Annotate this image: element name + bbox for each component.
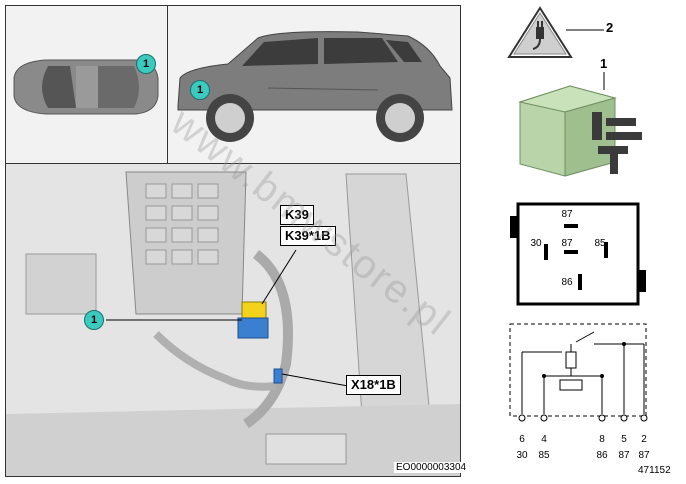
relay-pinout-diagram (510, 202, 646, 306)
pinout-left-label: 30 (530, 238, 542, 249)
circuit-pin-top-1: 4 (541, 434, 547, 445)
callout-installation: 1 (84, 310, 104, 330)
relay-connector-label: K39*1B (280, 226, 336, 246)
pinout-top-label: 87 (561, 209, 573, 220)
circuit-pin-bottom-3: 87 (618, 450, 630, 461)
circuit-pin-bottom-4: 87 (638, 450, 650, 461)
installation-location-drawing (6, 164, 460, 476)
relay-drawing (518, 72, 642, 177)
plug-warning-icon (507, 6, 573, 58)
diagram-id: EO0000003304 (394, 462, 469, 473)
item-2-leader (566, 29, 604, 31)
pinout-bottom-label: 86 (561, 277, 573, 288)
car-top-view-drawing (13, 59, 159, 115)
circuit-pin-bottom-1: 85 (538, 450, 550, 461)
installation-location-panel (5, 163, 461, 477)
connector-label: X18*1B (346, 375, 401, 395)
pinout-center-label: 87 (561, 238, 573, 249)
circuit-pin-bottom-0: 30 (516, 450, 528, 461)
car-top-view-panel (5, 5, 169, 165)
part-number: 471152 (638, 465, 671, 476)
circuit-pin-top-0: 6 (519, 434, 525, 445)
item-2-label: 2 (606, 20, 614, 35)
relay-circuit-diagram (509, 323, 648, 422)
pinout-right-label: 85 (594, 238, 606, 249)
circuit-pin-top-3: 5 (621, 434, 627, 445)
circuit-pin-top-2: 8 (599, 434, 605, 445)
car-side-view-panel (167, 5, 461, 165)
circuit-pin-bottom-2: 86 (596, 450, 608, 461)
circuit-pin-top-4: 2 (641, 434, 647, 445)
item-1-label: 1 (600, 56, 608, 71)
callout-side-view: 1 (190, 80, 210, 100)
relay-code-label: K39 (280, 205, 314, 225)
car-side-view-drawing (177, 31, 453, 142)
callout-top-view: 1 (136, 54, 156, 74)
